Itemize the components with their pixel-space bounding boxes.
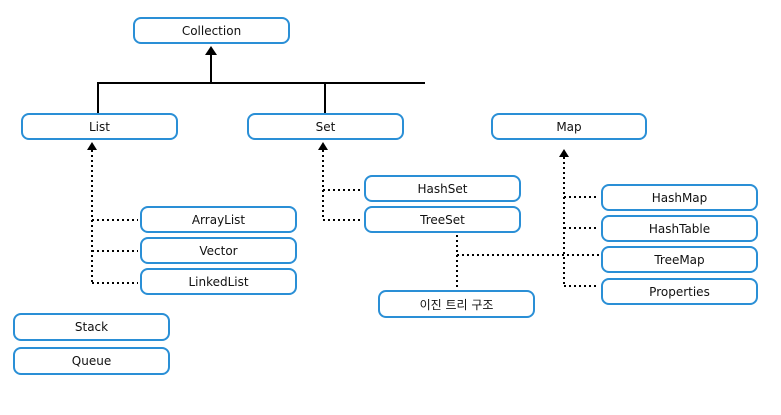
hashtable-node: HashTable xyxy=(601,215,758,242)
list-implementation-connector xyxy=(91,150,138,284)
vector-node: Vector xyxy=(140,237,297,264)
stack-node: Stack xyxy=(13,313,170,341)
collection-inheritance-connector xyxy=(97,53,425,113)
binary-tree-connector xyxy=(456,235,599,289)
treeset-node: TreeSet xyxy=(364,206,521,233)
map-implementation-connector xyxy=(563,157,599,287)
binary-tree-node: 이진 트리 구조 xyxy=(378,290,535,318)
map-arrowhead xyxy=(559,149,569,157)
list-node: List xyxy=(21,113,178,140)
list-arrowhead xyxy=(87,142,97,150)
queue-node: Queue xyxy=(13,347,170,375)
hashset-node: HashSet xyxy=(364,175,521,202)
set-implementation-connector xyxy=(322,150,362,221)
properties-node: Properties xyxy=(601,278,758,305)
linkedlist-node: LinkedList xyxy=(140,268,297,295)
map-node: Map xyxy=(491,113,647,140)
set-arrowhead xyxy=(318,142,328,150)
collection-node: Collection xyxy=(133,17,290,44)
hashmap-node: HashMap xyxy=(601,184,758,211)
set-node: Set xyxy=(247,113,404,140)
collection-arrowhead xyxy=(205,46,217,55)
treemap-node: TreeMap xyxy=(601,246,758,273)
arraylist-node: ArrayList xyxy=(140,206,297,233)
